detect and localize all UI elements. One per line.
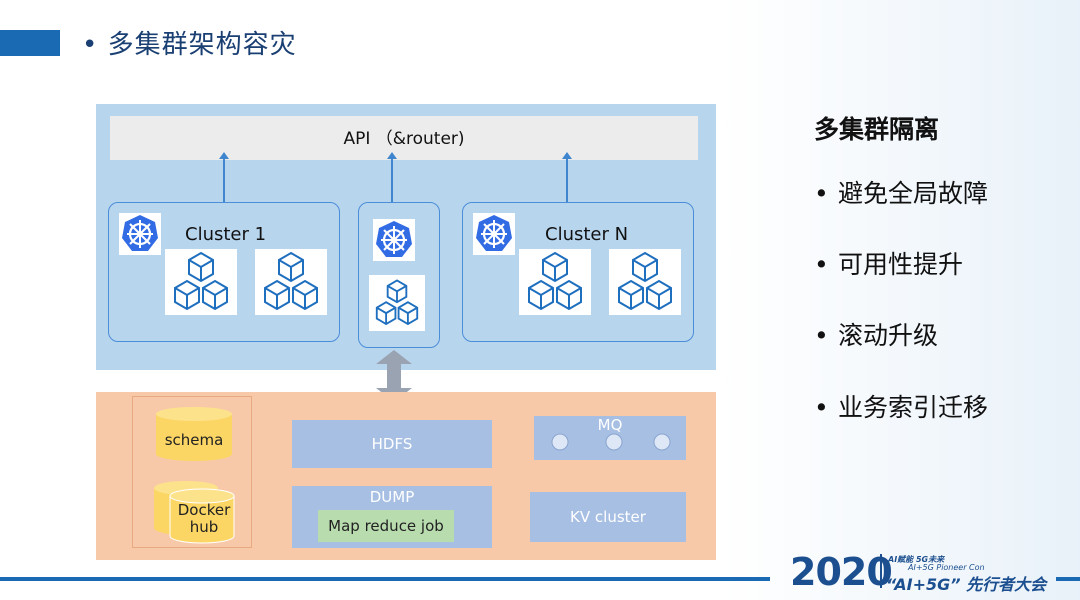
cluster-label: Cluster N [545, 224, 629, 245]
kubernetes-icon [119, 213, 161, 255]
container-group-icon [369, 275, 425, 331]
api-arrow-cluster-1 [219, 152, 229, 210]
cluster-label: Cluster 1 [185, 224, 267, 245]
docker-hub-label: Docker hub [177, 501, 231, 536]
registry-group [132, 396, 252, 548]
event-logo-slogan: AI赋能 5G未来 [888, 555, 945, 564]
hdfs-box: HDFS [292, 420, 492, 468]
footer-rule [1056, 577, 1080, 581]
feature-bullet: •滚动升级 [814, 321, 939, 350]
docker-hub-database-icon [154, 481, 235, 544]
schema-label: schema [164, 431, 224, 449]
cluster-middle [358, 202, 440, 348]
map-reduce-job-box: Map reduce job [318, 510, 454, 542]
event-logo-year: 2020 [790, 550, 893, 594]
feature-bullet-text: 可用性提升 [838, 250, 964, 279]
feature-heading: 多集群隔离 [814, 115, 940, 144]
container-group-icon [165, 249, 237, 315]
architecture-diagram: API （&router) Cluster 1 [96, 104, 716, 560]
background-gradient [720, 0, 1080, 600]
kv-cluster-box: KV cluster [530, 492, 686, 542]
mq-label: MQ [597, 416, 623, 434]
feature-bullet: •避免全局故障 [814, 179, 989, 208]
feature-bullet-text: 避免全局故障 [838, 179, 989, 208]
api-label: API （&router) [343, 129, 465, 149]
cluster-n: Cluster N [462, 202, 694, 342]
container-group-icon [609, 249, 681, 315]
event-logo-name: “AI+5G” 先行者大会 [886, 575, 1047, 594]
kubernetes-icon [473, 213, 515, 255]
event-logo-english: AI+5G Pioneer Con [908, 563, 985, 572]
title-accent-bar [0, 30, 60, 56]
storage-layer: schema Docker hub HDFS DUMP Map reduce j… [96, 392, 716, 560]
kubernetes-icon [373, 219, 415, 261]
feature-bullet-text: 业务索引迁移 [838, 393, 989, 422]
cluster-1: Cluster 1 [108, 202, 340, 342]
page-title-text: 多集群架构容灾 [107, 30, 297, 60]
queue-circles-icon [551, 433, 671, 451]
schema-database-icon [156, 407, 232, 461]
api-router-bar: API （&router) [110, 116, 698, 160]
api-arrow-cluster-n [562, 152, 572, 210]
container-group-icon [255, 249, 327, 315]
mq-box: MQ [534, 416, 686, 460]
page-title: • 多集群架构容灾 [82, 30, 297, 60]
feature-bullet: •可用性提升 [814, 250, 964, 279]
event-logo-divider [880, 554, 882, 588]
api-arrow-cluster-middle [387, 152, 397, 210]
layer-connection-arrow [374, 350, 414, 402]
dump-box: DUMP Map reduce job [292, 486, 492, 548]
container-group-icon [519, 249, 591, 315]
footer-rule [0, 577, 770, 581]
feature-bullet-text: 滚动升级 [838, 321, 939, 350]
feature-bullet: •业务索引迁移 [814, 393, 989, 422]
dump-label: DUMP [369, 488, 415, 506]
compute-layer: API （&router) Cluster 1 [96, 104, 716, 370]
